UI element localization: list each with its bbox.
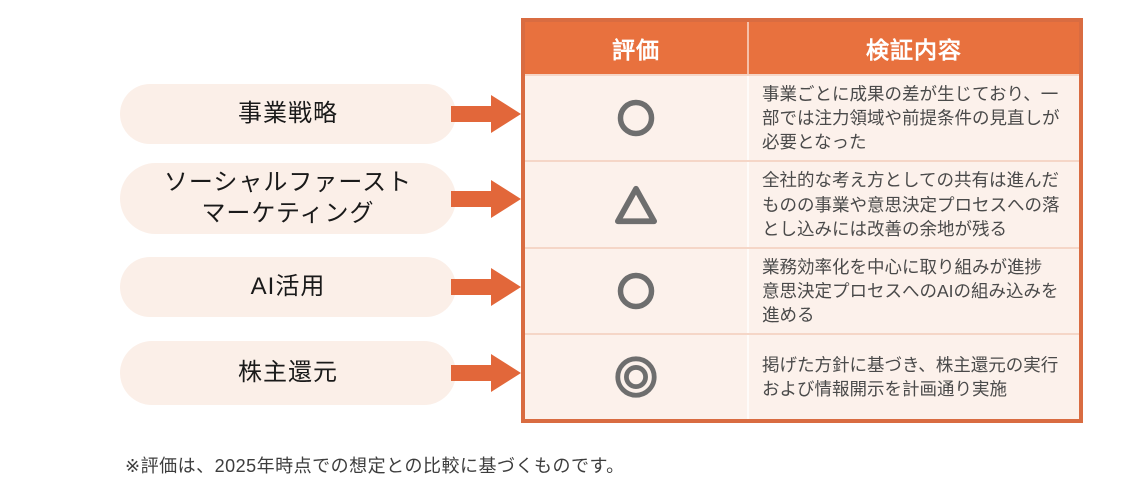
table-row-ai-utilization: 業務効率化を中心に取り組みが進捗 意思決定プロセスへのAIの組み込みを進める — [525, 246, 1079, 334]
column-header-content: 検証内容 — [866, 37, 962, 63]
rating-cell — [525, 76, 749, 161]
arrow-right-icon — [451, 354, 521, 392]
table-row-business-strategy: 事業ごとに成果の差が生じており、一部では注力領域や前提条件の見直しが必要となった — [525, 74, 1079, 161]
category-label: 株主還元 — [238, 358, 338, 386]
category-label: 事業戦略 — [238, 99, 338, 127]
rating-cell — [525, 162, 749, 247]
content-cell: 掲げた方針に基づき、株主還元の実行および情報開示を計画通り実施 — [762, 354, 1059, 400]
rating-cell — [525, 248, 749, 334]
rating-triangle-icon — [615, 185, 657, 224]
rating-circle-icon — [617, 99, 655, 137]
category-pill-social-first-marketing: ソーシャルファースト マーケティング — [120, 163, 456, 234]
category-label: AI活用 — [250, 272, 326, 300]
arrow-right-icon — [451, 95, 521, 133]
category-pill-business-strategy: 事業戦略 — [120, 84, 456, 144]
table-header-row: 評価 検証内容 — [525, 22, 1079, 74]
content-cell: 業務効率化を中心に取り組みが進捗 意思決定プロセスへのAIの組み込みを進める — [762, 256, 1059, 326]
content-cell: 事業ごとに成果の差が生じており、一部では注力領域や前提条件の見直しが必要となった — [762, 84, 1060, 153]
category-pill-shareholder-returns: 株主還元 — [120, 341, 456, 405]
category-label: ソーシャルファースト マーケティング — [163, 168, 413, 227]
table-row-shareholder-returns: 掲げた方針に基づき、株主還元の実行および情報開示を計画通り実施 — [525, 333, 1079, 419]
table-row-social-first-marketing: 全社的な考え方としての共有は進んだものの事業や意思決定プロセスへの落とし込みには… — [525, 160, 1079, 247]
content-cell: 全社的な考え方としての共有は進んだものの事業や意思決定プロセスへの落とし込みには… — [762, 170, 1060, 239]
arrow-right-icon — [451, 268, 521, 306]
footnote: ※評価は、2025年時点での想定との比較に基づくものです。 — [125, 456, 625, 476]
category-pill-ai-utilization: AI活用 — [120, 257, 456, 317]
evaluation-table: 評価 検証内容 事業ごとに成果の差が生じており、一部では注力領域や前提条件の見直… — [521, 18, 1083, 423]
rating-double-circle-icon — [615, 356, 657, 398]
rating-circle-icon — [617, 272, 655, 310]
rating-cell — [525, 335, 749, 419]
arrow-right-icon — [451, 180, 521, 218]
column-header-rating: 評価 — [525, 22, 749, 74]
